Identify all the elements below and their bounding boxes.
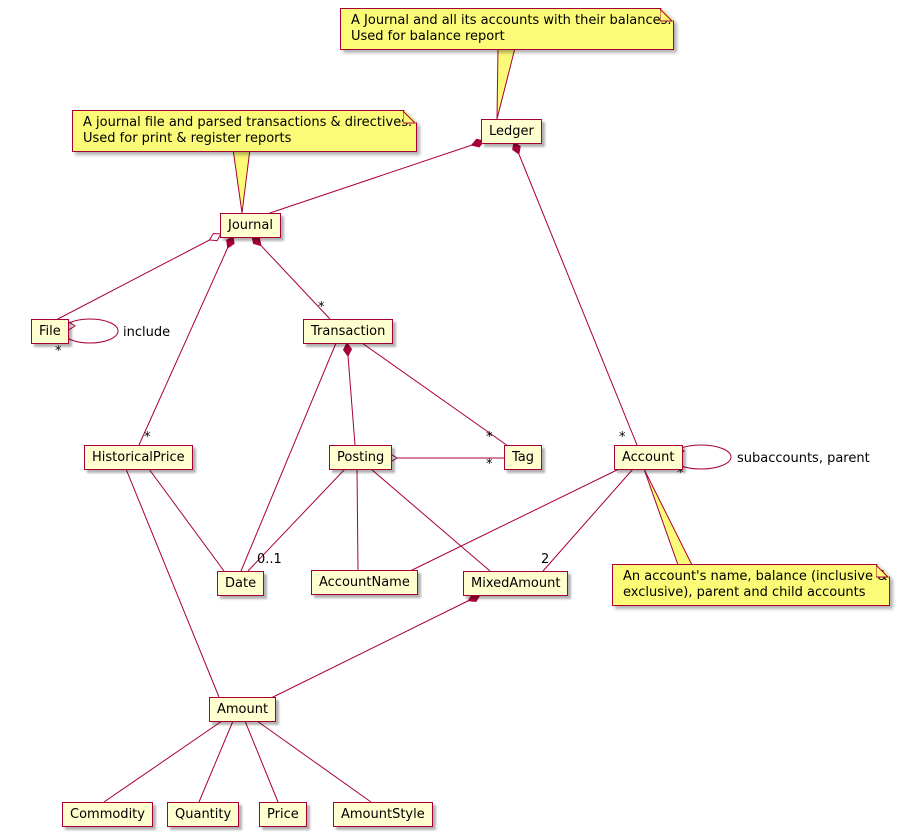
edge-historicalprice-amount — [125, 468, 220, 698]
edge-transaction-posting — [346, 342, 356, 446]
multiplicity-label: * — [677, 466, 684, 481]
loop-file-open-diamond — [61, 321, 76, 331]
edge-journal-file — [55, 233, 222, 321]
edge-mixedamount-amount-filled-diamond — [467, 593, 481, 603]
multiplicity-label: * — [619, 430, 626, 445]
note-connector-journal — [232, 148, 251, 214]
loop-label-account: subaccounts, parent — [737, 451, 870, 466]
edge-ledger-journal-filled-diamond — [470, 138, 485, 148]
note-connector-ledger — [496, 47, 516, 120]
edge-account-accountname — [403, 468, 620, 575]
edge-account-mixedamount — [542, 468, 634, 572]
edge-posting-accountname — [356, 468, 359, 571]
multiplicity-label: * — [486, 457, 493, 472]
edge-journal-transaction-filled-diamond — [251, 235, 262, 247]
multiplicity-label: * — [55, 344, 62, 359]
multiplicity-label: 2 — [541, 552, 549, 567]
multiplicity-label: * — [318, 300, 325, 315]
edge-transaction-tag — [361, 342, 509, 447]
note-connector-account — [643, 468, 693, 566]
edge-amount-price — [244, 720, 279, 803]
edge-historicalprice-date — [148, 468, 225, 572]
edge-amount-quantity — [198, 720, 234, 803]
edge-journal-historicalprice — [138, 235, 234, 446]
edge-posting-mixedamount — [370, 468, 491, 572]
edge-amount-commodity — [103, 720, 223, 803]
edge-amount-amountstyle — [256, 720, 372, 803]
edge-journal-file-open-diamond — [208, 232, 222, 242]
multiplicity-label: * — [267, 697, 274, 712]
edge-transaction-date — [240, 342, 337, 572]
loop-label-file: include — [123, 325, 170, 340]
edge-journal-transaction — [251, 235, 331, 320]
edge-ledger-account — [513, 141, 638, 446]
edge-posting-tag-open-diamond — [383, 453, 398, 463]
edge-transaction-posting-filled-diamond — [342, 342, 353, 357]
edge-ledger-account-filled-diamond — [512, 141, 521, 155]
multiplicity-label: * — [144, 430, 151, 445]
edge-mixedamount-amount — [264, 594, 481, 702]
multiplicity-label: 0..1 — [257, 552, 282, 567]
edge-journal-historicalprice-filled-diamond — [226, 235, 235, 249]
edge-ledger-journal — [263, 140, 485, 216]
edge-posting-date — [247, 468, 346, 572]
multiplicity-label: * — [486, 430, 493, 445]
